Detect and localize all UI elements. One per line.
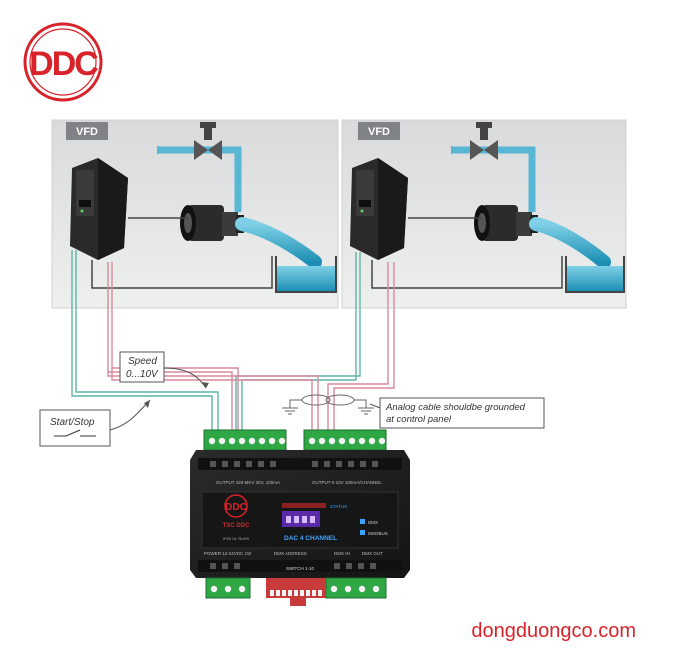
speed-range-label: 0...10V	[126, 369, 159, 380]
dmx-out-label: DMX OUT	[362, 551, 383, 556]
water-tank-right	[529, 217, 625, 293]
ground-symbols	[282, 399, 374, 415]
module-brand-sub: TSC DDC	[223, 523, 250, 529]
dip-switch	[266, 578, 326, 606]
pipe-left	[157, 122, 242, 212]
bottom-terminals	[210, 585, 380, 593]
watermark-url: dongduongco.com	[471, 620, 636, 642]
water-tank-left	[235, 217, 337, 293]
logo-text: DDC	[29, 45, 98, 83]
vfd-panel-right: VFD	[341, 119, 627, 309]
module-brand: DDC	[225, 502, 247, 513]
vfd-tag-right: VFD	[368, 126, 390, 138]
modbus-indicator-label: MODBUS	[368, 531, 388, 536]
dmx-indicator-label: DMX	[368, 520, 378, 525]
ground-note-line1: Analog cable shouldbe grounded	[385, 402, 526, 413]
top-terminals	[208, 437, 386, 445]
ground-note-line2: at control panel	[386, 414, 452, 425]
switch-symbol	[54, 429, 96, 437]
start-stop-label: Start/Stop	[50, 417, 95, 428]
speed-label: Speed	[128, 356, 157, 367]
switch-label: SWITCH 1-10	[286, 566, 315, 571]
status-label: STATUS	[330, 504, 347, 509]
module-product-name: DAC 4 CHANNEL	[284, 535, 337, 542]
power-label: POWER 12-24VDC 1W	[204, 551, 252, 556]
dmx-in-label: DMX IN	[334, 551, 350, 556]
ddc-logo: DDC	[23, 22, 103, 102]
top-right-output-label: OUTPUT 0-10V 100mA/CHANNEL	[312, 480, 382, 485]
dmx-address-label: DMX ADDRESS	[274, 551, 307, 556]
speed-callout: Speed 0...10V	[119, 351, 209, 389]
vfd-drive-right	[350, 158, 408, 260]
vfd-panel-left: VFD	[51, 119, 339, 309]
dmx-indicator	[360, 519, 365, 524]
module-small-print: IP20 UL RoHS	[223, 536, 249, 541]
top-left-output-label: OUTPUT 420-MKV 30V, 100mA	[216, 480, 280, 485]
signal-wires	[71, 250, 395, 432]
vfd-tag-left: VFD	[76, 126, 98, 138]
start-stop-callout: Start/Stop	[39, 399, 151, 447]
modbus-indicator	[360, 530, 365, 535]
vfd-drive-left	[70, 158, 128, 260]
dac-module: OUTPUT 420-MKV 30V, 100mA OUTPUT 0-10V 1…	[190, 429, 410, 606]
ground-note-callout: Analog cable shouldbe grounded at contro…	[369, 397, 545, 429]
pipe-right	[451, 122, 536, 212]
